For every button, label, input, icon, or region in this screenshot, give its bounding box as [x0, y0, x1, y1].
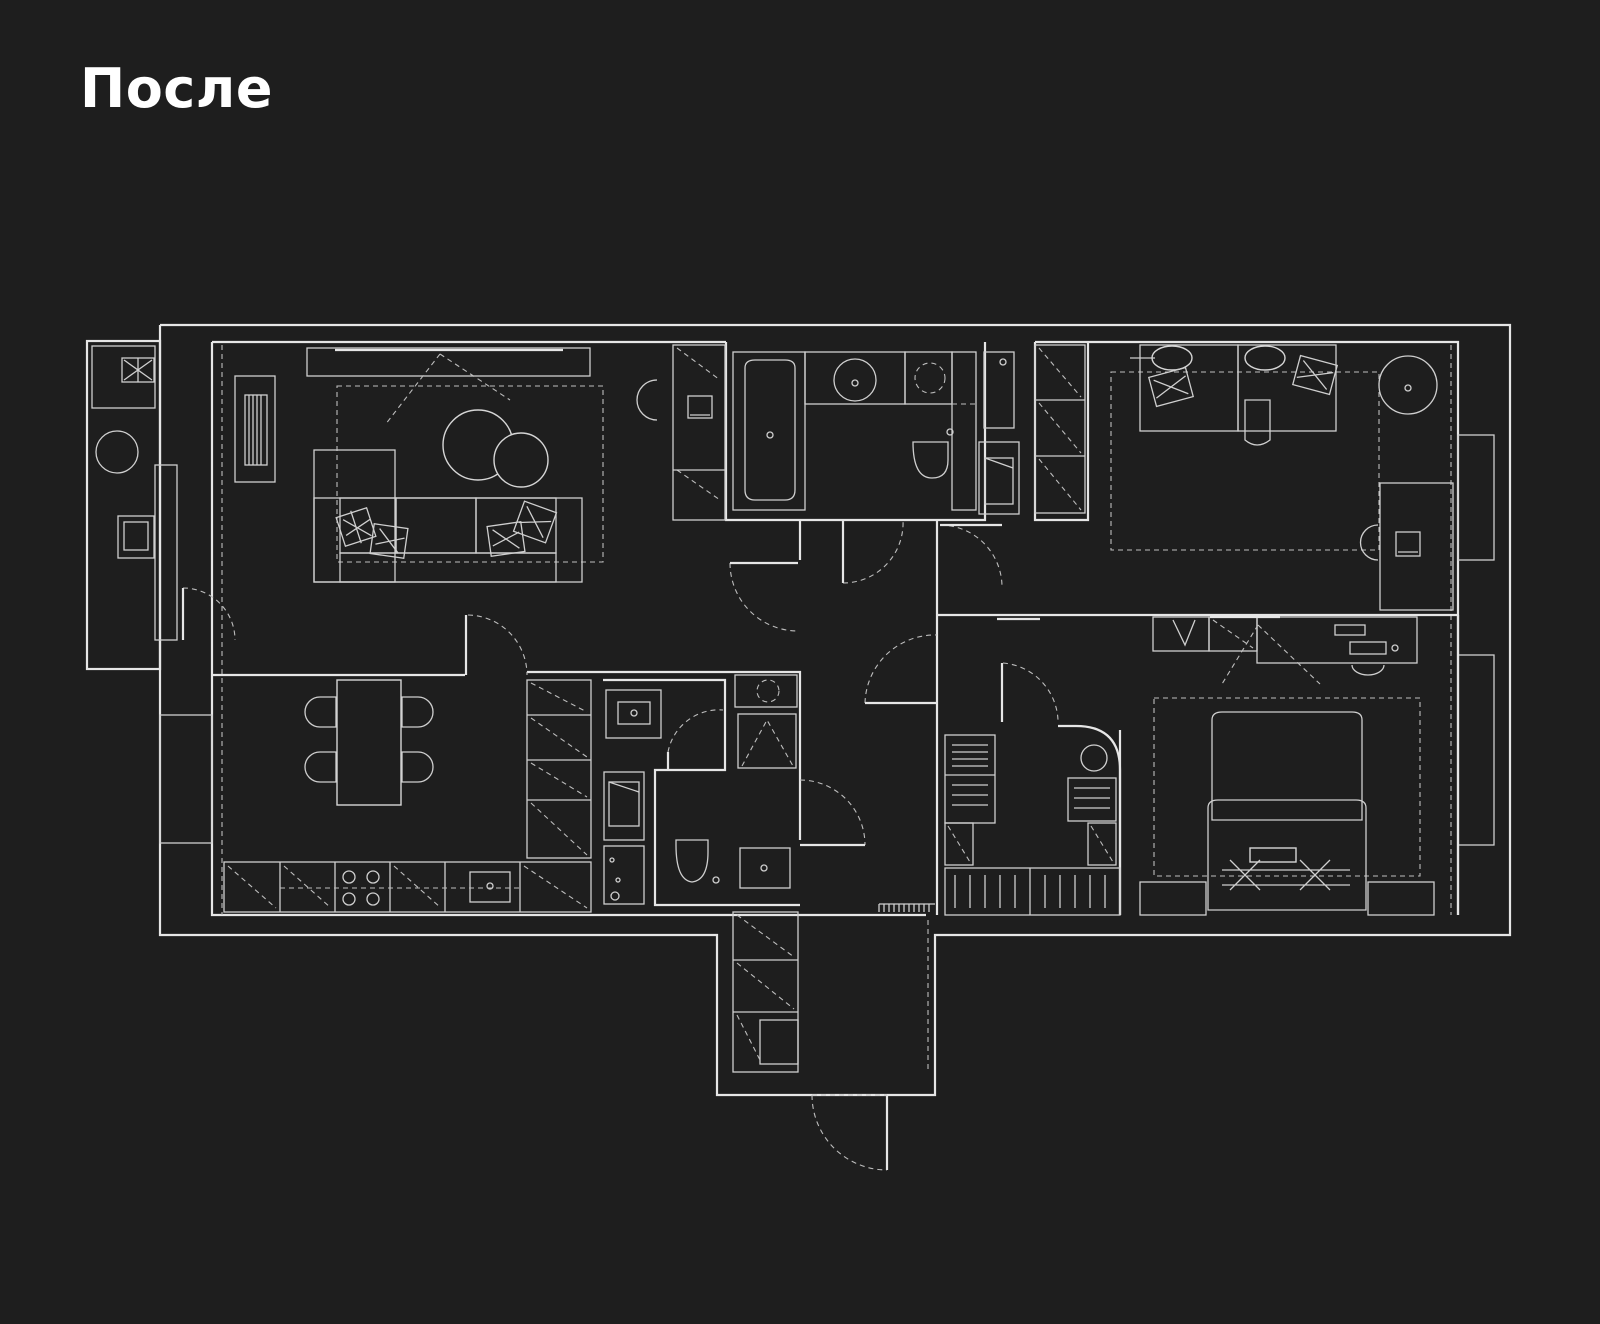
wardrobe-bedroom1: [1034, 344, 1086, 514]
balcony-furniture: [95, 357, 155, 559]
bedroom-top: [1110, 344, 1454, 611]
wc-laundry: [603, 674, 798, 905]
living-room: [234, 347, 604, 583]
kitchen-dining: [223, 679, 592, 913]
doors: [181, 519, 1059, 1171]
walk-in-closet: [944, 724, 1122, 916]
bedroom-bottom: [997, 615, 1435, 916]
living-desk-cabinet: [636, 344, 726, 521]
interior-walls: [212, 342, 1460, 915]
hallway: [732, 903, 935, 1073]
bathroom-main: [732, 351, 1020, 515]
page-title: После: [80, 57, 273, 120]
